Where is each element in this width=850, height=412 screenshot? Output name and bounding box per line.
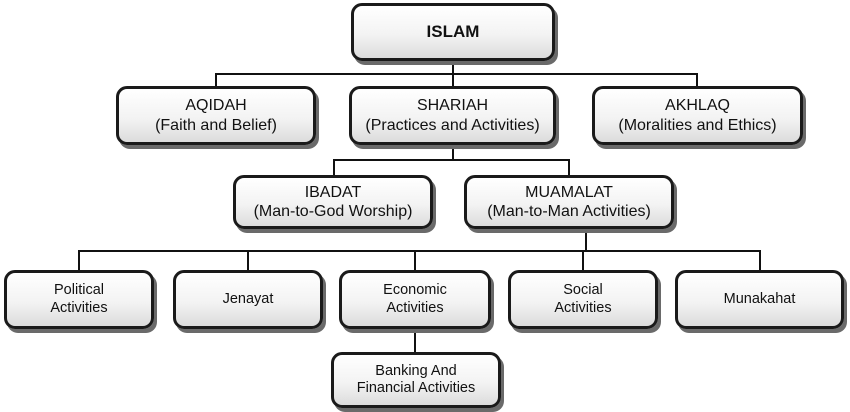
connector-islam-to-pillars [215,60,698,87]
node-akhlaq-title: AKHLAQ [665,97,730,115]
node-shariah-subtitle: (Practices and Activities) [365,116,540,134]
node-shariah-title: SHARIAH [416,97,489,115]
node-social-line2: Activities [554,299,612,316]
node-aqidah-title: AQIDAH [185,97,247,115]
node-akhlaq: AKHLAQ (Moralities and Ethics) [592,86,803,145]
node-muamalat-subtitle: (Man-to-Man Activities) [487,203,651,220]
node-political-line2: Activities [50,299,108,316]
node-akhlaq-subtitle: (Moralities and Ethics) [618,116,777,134]
node-ibadat: IBADAT (Man-to-God Worship) [233,175,433,229]
node-ibadat-title: IBADAT [304,183,362,201]
node-aqidah-subtitle: (Faith and Belief) [155,116,277,134]
node-economic-line2: Activities [386,299,444,316]
node-political-line1: Political [54,282,104,299]
node-muamalat-title: MUAMALAT [525,183,613,201]
node-munakahat: Munakahat [675,270,844,329]
node-political-activities: Political Activities [4,270,154,329]
node-jenayat-label: Jenayat [222,290,274,307]
node-islam: ISLAM [351,3,555,61]
node-muamalat: MUAMALAT (Man-to-Man Activities) [464,175,674,229]
node-banking-line1: Banking And [375,362,457,379]
node-social-line1: Social [563,282,603,299]
node-banking-line2: Financial Activities [356,380,476,396]
node-munakahat-label: Munakahat [723,290,796,307]
node-jenayat: Jenayat [173,270,323,329]
node-ibadat-subtitle: (Man-to-God Worship) [253,203,413,220]
node-shariah: SHARIAH (Practices and Activities) [349,86,556,145]
connector-shariah-to-branches [333,144,570,176]
node-banking-financial-activities: Banking And Financial Activities [331,352,501,408]
connector-muamalat-to-activities [78,228,761,271]
node-islam-label: ISLAM [426,21,480,41]
node-economic-line1: Economic [383,282,447,299]
node-economic-activities: Economic Activities [339,270,491,329]
node-social-activities: Social Activities [508,270,658,329]
node-aqidah: AQIDAH (Faith and Belief) [116,86,316,145]
